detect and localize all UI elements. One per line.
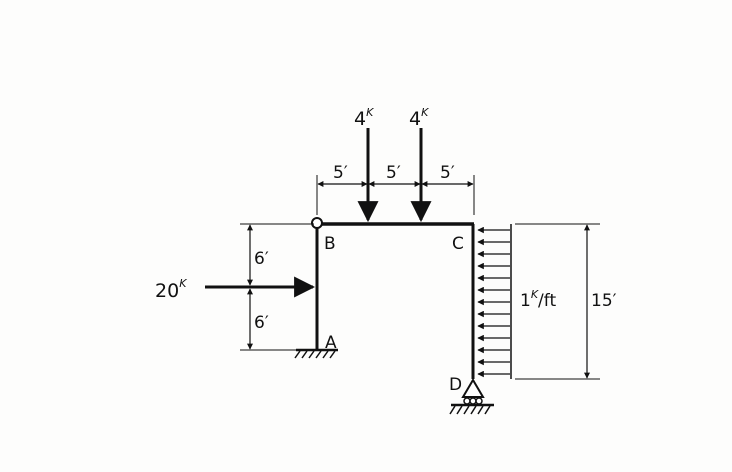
height-dimension-right: 15′	[591, 291, 617, 311]
height-dimension-upper: 6′	[254, 249, 269, 269]
top-span-dimensions	[316, 175, 475, 215]
span-dimension-2: 5′	[386, 163, 401, 183]
point-load-right-label: 4K	[409, 106, 429, 130]
span-dimension-3: 5′	[440, 163, 455, 183]
node-label-c: C	[452, 234, 464, 254]
hinge-b	[311, 217, 323, 229]
horizontal-load-label: 20K	[155, 277, 187, 302]
node-label-a: A	[325, 333, 337, 353]
span-dimension-1: 5′	[333, 163, 348, 183]
distributed-load-label: 1K/ft	[520, 288, 556, 311]
right-height-dimension	[515, 223, 600, 380]
height-dimension-lower: 6′	[254, 313, 269, 333]
node-label-d: D	[449, 375, 462, 395]
distributed-load	[477, 224, 512, 379]
node-label-b: B	[324, 234, 336, 254]
left-height-dimensions	[240, 223, 314, 351]
point-load-left-label: 4K	[354, 106, 374, 130]
fixed-support-a	[294, 348, 338, 359]
pin-support-d	[449, 378, 494, 415]
